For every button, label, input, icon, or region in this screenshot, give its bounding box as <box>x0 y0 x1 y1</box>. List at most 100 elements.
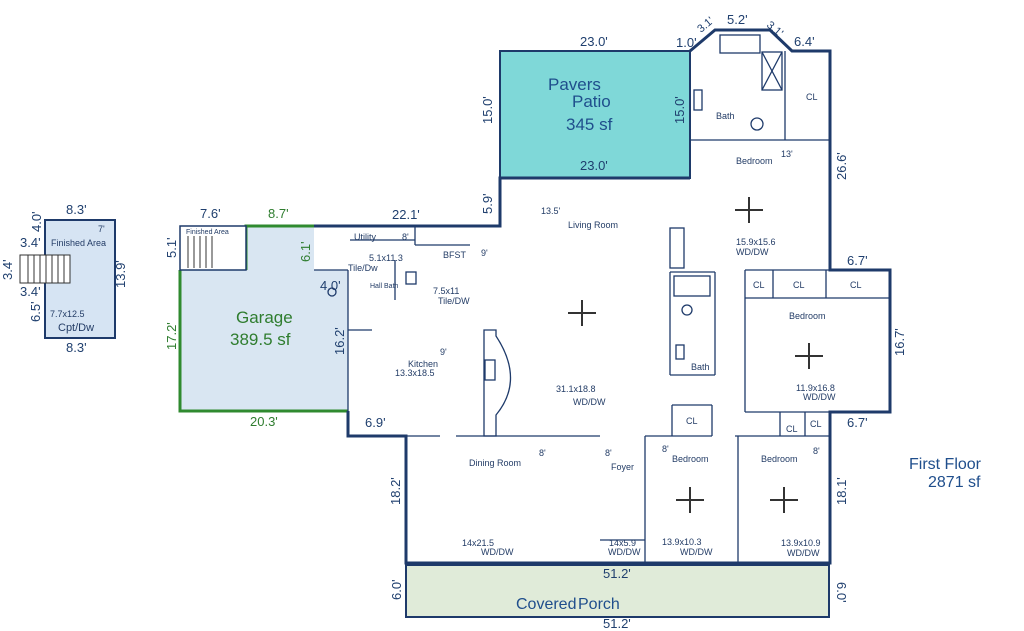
utility-label: Utility <box>354 232 376 242</box>
patio: Pavers Patio 345 sf 23.0' 23.0' 15.0' 15… <box>480 34 691 179</box>
floor-summary: First Floor 2871 sf <box>909 456 982 491</box>
bfst-size: 7.5x11 <box>433 286 459 296</box>
dim-6-9: 6.9' <box>365 415 386 430</box>
bed3-height: 8' <box>662 444 669 454</box>
garage-right-c-dim: 16.2' <box>332 327 347 355</box>
patio-name-a: Pavers <box>548 75 601 94</box>
kitchen-height: 9' <box>440 347 447 357</box>
closet-1: CL <box>806 92 818 102</box>
closet-6: CL <box>786 424 798 434</box>
closet-2: CL <box>753 280 765 290</box>
ceiling-fan-icon <box>568 197 823 513</box>
covered-porch: Covered Porch 51.2' 51.2' 6.0' 6.0' <box>389 564 849 631</box>
garage-finished-area <box>179 225 247 271</box>
patio-bottom-dim: 23.0' <box>580 158 608 173</box>
dim-18-1: 18.1' <box>834 477 849 505</box>
dining-label: Dining Room <box>469 458 521 468</box>
garage-inner-label: Finished Area <box>186 229 229 236</box>
dining-height: 8' <box>539 448 546 458</box>
bfst-label: BFST <box>443 250 467 260</box>
hall-bath-label: Hall Bath <box>370 283 399 290</box>
stair-area-name: Finished Area <box>51 238 106 248</box>
house-outline <box>314 28 892 565</box>
dim-6-4: 6.4' <box>794 34 815 49</box>
stair-left-c-dim: 3.4' <box>20 284 41 299</box>
garage-top-b-dim: 8.7' <box>268 206 289 221</box>
dim-3-1b: 3.1' <box>764 19 785 39</box>
patio-right-dim: 15.0' <box>672 96 687 124</box>
bed3-label: Bedroom <box>672 454 709 464</box>
porch-name-b: Porch <box>578 596 620 613</box>
utility-height: 8' <box>402 232 409 242</box>
garage: Finished Area Garage 389.5 sf 7.6' 8.7' … <box>164 206 348 429</box>
porch-left-dim: 6.0' <box>389 579 404 600</box>
stair-size: 7.7x12.5 <box>50 309 85 319</box>
bed1-size: 15.9x15.6 <box>736 237 776 247</box>
living-height: 13.5' <box>541 206 561 216</box>
stair-left-d-dim: 6.5' <box>28 301 43 322</box>
garage-top-a-dim: 7.6' <box>200 206 221 221</box>
patio-name-b: Patio <box>572 92 611 111</box>
foyer-height: 8' <box>605 448 612 458</box>
kitchen-label: Kitchen <box>408 359 438 369</box>
bed4-height: 8' <box>813 446 820 456</box>
bfst-height: 9' <box>481 248 488 258</box>
dim-6-7a: 6.7' <box>847 253 868 268</box>
stair-left-a-dim: 3.4' <box>20 235 41 250</box>
floor-area: 2871 sf <box>928 474 981 491</box>
bed1-height: 13' <box>781 149 793 159</box>
floor-name: First Floor <box>909 456 982 473</box>
utility-size: 5.1x11.3 <box>369 253 403 263</box>
dining-size: 14x21.5 <box>462 538 494 548</box>
stair-left-b-dim: 3.4' <box>0 259 15 280</box>
bed2-size: 11.9x16.8 <box>796 383 835 393</box>
dim-6-7b: 6.7' <box>847 415 868 430</box>
foyer-size: 14x5.9 <box>609 538 636 548</box>
garage-left-small-dim: 5.1' <box>164 237 179 258</box>
dim-5-9: 5.9' <box>480 193 495 214</box>
closet-3: CL <box>793 280 805 290</box>
foyer-floor: WD/DW <box>608 547 641 557</box>
bed2-label: Bedroom <box>789 311 826 321</box>
garage-bottom-dim: 20.3' <box>250 414 278 429</box>
porch-name-a: Covered <box>516 596 576 613</box>
stair-ceiling: 7' <box>98 224 105 234</box>
bfst-floor: Tile/DW <box>438 296 470 306</box>
bath-mid-label: Bath <box>691 362 710 372</box>
porch-top-dim: 51.2' <box>603 566 631 581</box>
kitchen-size: 13.3x18.5 <box>395 368 435 378</box>
porch-right-dim: 6.0' <box>834 582 849 603</box>
garage-area: 389.5 sf <box>230 330 291 349</box>
dim-16-7: 16.7' <box>892 328 907 356</box>
stair-bottom-dim: 8.3' <box>66 340 87 355</box>
bed1-floor: WD/DW <box>736 247 769 257</box>
room-labels: Utility 8' 5.1x11.3 Tile/Dw Hall Bath BF… <box>348 92 862 558</box>
bed4-floor: WD/DW <box>787 548 820 558</box>
garage-right-b-dim: 4.0' <box>320 278 341 293</box>
outer-dimensions: 22.1' 5.9' 1.0' 3.1' 5.2' 3.1' 6.4' 26.6… <box>365 12 907 505</box>
bed4-size: 13.9x10.9 <box>781 538 821 548</box>
garage-right-a-dim: 6.1' <box>298 241 313 262</box>
garage-left-dim: 17.2' <box>164 322 179 350</box>
stair-left-top-dim: 4.0' <box>29 211 44 232</box>
closet-7: CL <box>810 419 822 429</box>
porch-bottom-dim: 51.2' <box>603 616 631 631</box>
patio-area: 345 sf <box>566 115 613 134</box>
living-floor: WD/DW <box>573 397 606 407</box>
living-size: 31.1x18.8 <box>556 384 596 394</box>
patio-top-dim: 23.0' <box>580 34 608 49</box>
bed3-floor: WD/DW <box>680 547 713 557</box>
bed4-label: Bedroom <box>761 454 798 464</box>
stair-block: 8.3' 4.0' 3.4' 3.4' 3.4' 6.5' 13.9' 8.3'… <box>0 202 128 355</box>
dim-26-6: 26.6' <box>834 152 849 180</box>
bed2-floor: WD/DW <box>803 392 836 402</box>
garage-name: Garage <box>236 308 293 327</box>
closet-5: CL <box>686 416 698 426</box>
dim-18-2: 18.2' <box>388 477 403 505</box>
bath-top-label: Bath <box>716 111 735 121</box>
foyer-label: Foyer <box>611 462 634 472</box>
dining-floor: WD/DW <box>481 547 514 557</box>
dim-1-0: 1.0' <box>676 35 697 50</box>
patio-left-dim: 15.0' <box>480 96 495 124</box>
utility-floor: Tile/Dw <box>348 263 378 273</box>
